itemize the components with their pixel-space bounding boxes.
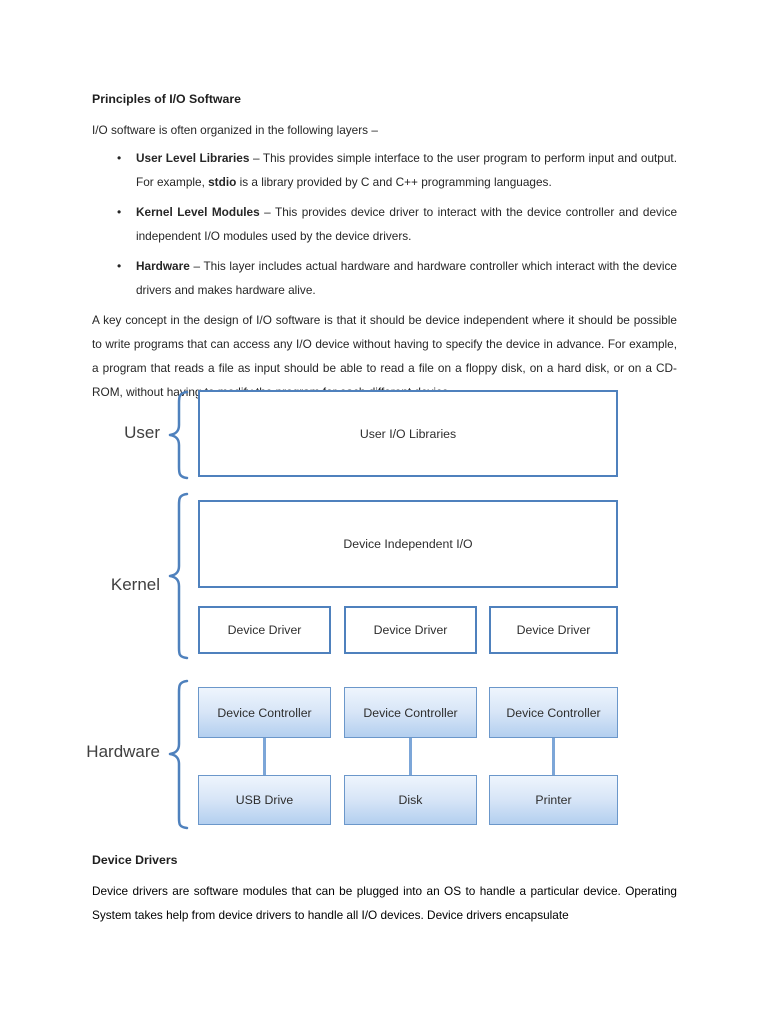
device-controller-box-2: Device Controller <box>344 687 477 738</box>
hardware-brace-bracket <box>168 679 189 830</box>
device-drivers-paragraph: Device drivers are software modules that… <box>92 884 677 922</box>
layer-label-hardware: Hardware <box>86 742 160 761</box>
intro-paragraph: I/O software is often organized in the f… <box>92 123 378 137</box>
connector-line-printer <box>552 738 555 775</box>
bullet-body-text: is a library provided by C and C++ progr… <box>236 175 552 189</box>
device-driver-box-1: Device Driver <box>198 606 331 654</box>
section-heading-device-drivers: Device Drivers <box>92 853 178 867</box>
device-driver-box-2: Device Driver <box>344 606 477 654</box>
device-controller-box-3: Device Controller <box>489 687 618 738</box>
connector-line-usb <box>263 738 266 775</box>
user-brace-bracket <box>168 390 189 480</box>
layer-label-user: User <box>124 423 160 442</box>
layers-bullet-list: User Level Libraries – This provides sim… <box>92 146 677 302</box>
bullet-inline-bold: stdio <box>208 175 237 189</box>
bullet-user-level-libraries: User Level Libraries – This provides sim… <box>117 146 677 194</box>
bullet-hardware: Hardware – This layer includes actual ha… <box>117 254 677 302</box>
bullet-kernel-level-modules: Kernel Level Modules – This provides dev… <box>117 200 678 248</box>
bullet-body-text: – This provides simple interface to the … <box>136 151 677 189</box>
key-concept-paragraph: A key concept in the design of I/O softw… <box>92 313 677 399</box>
bullet-lead-text: Hardware <box>136 259 190 273</box>
connector-line-disk <box>409 738 412 775</box>
device-independent-io-box: Device Independent I/O <box>198 500 618 588</box>
bullet-lead-text: Kernel Level Modules <box>136 205 260 219</box>
text-column: Principles of I/O Software I/O software … <box>92 92 677 404</box>
usb-drive-box: USB Drive <box>198 775 331 825</box>
layer-label-kernel: Kernel <box>110 575 160 594</box>
bullet-body-text: – This provides device driver to interac… <box>136 205 678 243</box>
device-controller-box-1: Device Controller <box>198 687 331 738</box>
section-heading-principles: Principles of I/O Software <box>92 92 241 106</box>
disk-box: Disk <box>344 775 477 825</box>
device-driver-box-3: Device Driver <box>489 606 618 654</box>
bullet-lead-text: User Level Libraries <box>136 151 250 165</box>
kernel-brace-bracket <box>168 492 189 660</box>
bullet-body-text: – This layer includes actual hardware an… <box>136 259 677 297</box>
printer-box: Printer <box>489 775 618 825</box>
